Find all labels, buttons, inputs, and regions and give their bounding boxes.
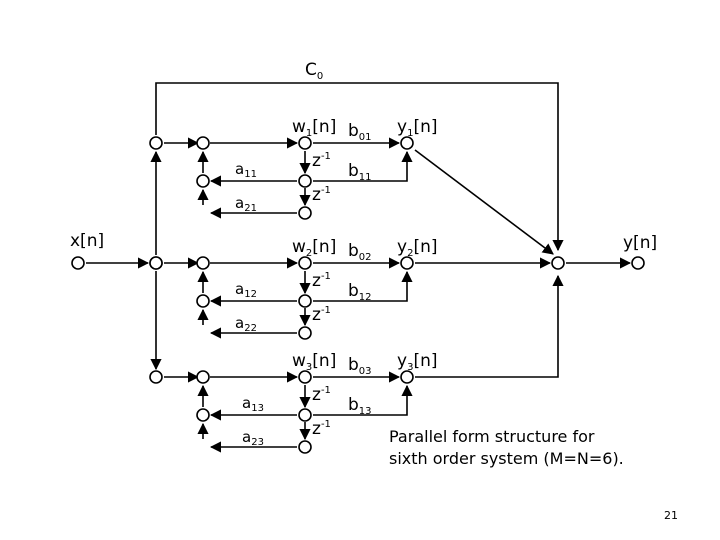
branch-node: [149, 370, 163, 384]
y3-to-sum-arrow: [415, 274, 564, 378]
c0-label: C0: [305, 60, 323, 82]
delay2-node: [298, 326, 312, 340]
y-label: y2[n]: [397, 237, 437, 259]
y-label: y3[n]: [397, 351, 437, 373]
page-number: 21: [664, 509, 678, 522]
a1-label: a11: [235, 160, 257, 180]
feedback-adder-node: [196, 294, 210, 308]
b0-label: b01: [348, 121, 372, 143]
delay2-label: z-1: [312, 419, 331, 439]
a1-label: a13: [242, 394, 264, 414]
input-branch-node: [149, 256, 163, 270]
w-label: w2[n]: [292, 237, 336, 259]
delay2-label: z-1: [312, 185, 331, 205]
c0-path-arrow: [155, 82, 564, 252]
b1-label: b12: [348, 281, 372, 303]
w-label: w3[n]: [292, 351, 336, 373]
biquad-section-3: w3[n] b03 y3[n] z-1 b13 z-1 a13 a23: [149, 351, 437, 454]
feedforward-c0-path: [155, 82, 564, 252]
output-adder-node: [400, 370, 414, 384]
delay1-node: [298, 174, 312, 188]
input-wires: [86, 150, 162, 371]
a2-label: a22: [235, 314, 257, 334]
biquad-section-1: w1[n] b01 y1[n] z-1 b11 z-1 a11 a21: [149, 117, 437, 220]
state-node-w: [298, 256, 312, 270]
output-adder-node: [400, 136, 414, 150]
output-label: y[n]: [623, 233, 657, 253]
input-label: x[n]: [70, 231, 104, 251]
adder-node: [196, 256, 210, 270]
figure-caption: Parallel form structure for sixth order …: [389, 426, 624, 470]
state-node-w: [298, 370, 312, 384]
biquad-section-2: w2[n] b02 y2[n] z-1 b12 z-1 a12 a22: [149, 237, 437, 340]
b0-label: b03: [348, 355, 372, 377]
adder-node: [196, 370, 210, 384]
b1-label: b13: [348, 395, 372, 417]
w-label: w1[n]: [292, 117, 336, 139]
output-node: [631, 256, 645, 270]
a1-label: a12: [235, 280, 257, 300]
delay2-label: z-1: [312, 305, 331, 325]
delay1-label: z-1: [312, 385, 331, 405]
delay2-node: [298, 206, 312, 220]
b0-label: b02: [348, 241, 372, 263]
state-node-w: [298, 136, 312, 150]
feedback-adder-node: [196, 174, 210, 188]
y-label: y1[n]: [397, 117, 437, 139]
output-sum-node: [551, 256, 565, 270]
y1-to-sum-arrow: [414, 149, 554, 255]
b1-label: b11: [348, 161, 372, 183]
a2-label: a23: [242, 428, 264, 448]
delay1-label: z-1: [312, 151, 331, 171]
input-node: [71, 256, 85, 270]
caption-line-2: sixth order system (M=N=6).: [389, 449, 624, 468]
delay1-node: [298, 294, 312, 308]
output-adder-node: [400, 256, 414, 270]
adder-node: [196, 136, 210, 150]
branch-node: [149, 136, 163, 150]
feedback-adder-node: [196, 408, 210, 422]
delay1-label: z-1: [312, 271, 331, 291]
delay2-node: [298, 440, 312, 454]
a2-label: a21: [235, 194, 257, 214]
section-output-wires: [414, 149, 632, 378]
delay1-node: [298, 408, 312, 422]
caption-line-1: Parallel form structure for: [389, 427, 595, 446]
